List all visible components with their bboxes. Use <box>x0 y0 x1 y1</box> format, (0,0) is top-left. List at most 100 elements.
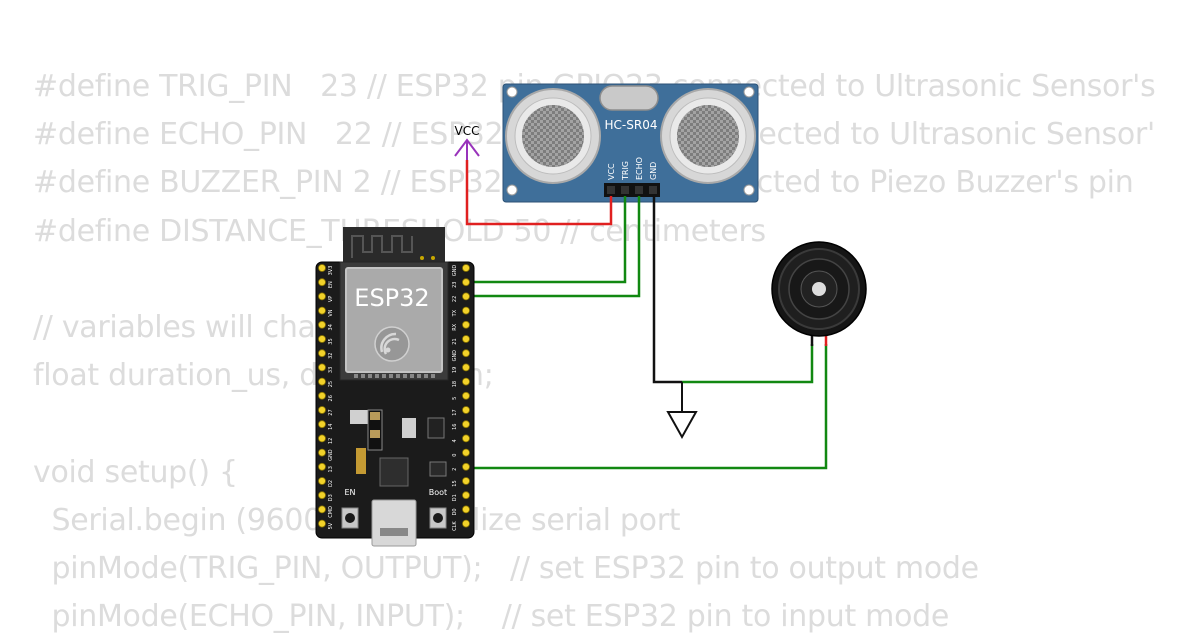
esp32-pin-left[interactable] <box>318 264 326 272</box>
sensor-pin-label-vcc: VCC <box>607 163 616 180</box>
wires <box>464 160 828 470</box>
wire-buzzer-gnd[interactable] <box>682 344 814 384</box>
esp32-pin-right[interactable] <box>462 491 470 500</box>
vcc-label: VCC <box>455 124 480 138</box>
ground-symbol[interactable] <box>666 382 698 440</box>
esp32-pin-left[interactable] <box>318 391 326 400</box>
esp32-label: ESP32 <box>354 284 429 312</box>
sensor-mount-hole-br <box>743 184 755 196</box>
esp32-pin-label-right: 4 <box>452 439 458 442</box>
esp32-pin-label-right: GND <box>452 350 458 362</box>
esp32-pin-label-left: EN <box>328 281 334 288</box>
esp32-pin-left[interactable] <box>318 406 326 414</box>
esp32-pin-right[interactable] <box>462 391 470 400</box>
esp32-pin-right[interactable] <box>462 349 470 358</box>
buzzer-center-icon <box>812 282 826 296</box>
boot-label: Boot <box>429 488 447 497</box>
esp32-pin-label-right: 23 <box>452 282 458 288</box>
esp32-pin-label-left: D2 <box>328 480 334 487</box>
sensor-transducer-left <box>505 88 601 184</box>
esp32-pin-left[interactable] <box>318 335 326 343</box>
esp32-pin-right[interactable] <box>462 363 470 372</box>
module-pads <box>354 374 435 378</box>
esp32-pin-label-left: 26 <box>328 395 334 401</box>
esp32-pin-right[interactable] <box>462 448 470 457</box>
esp32-pin-left[interactable] <box>318 349 326 358</box>
esp32-pin-left[interactable] <box>318 363 326 372</box>
vcc-power-symbol[interactable]: VCC <box>454 124 480 160</box>
antenna-trace-icon <box>351 235 413 258</box>
en-button[interactable] <box>341 507 359 529</box>
esp32-pin-left[interactable] <box>318 306 326 315</box>
esp32-pin-label-right: 15 <box>452 480 458 486</box>
esp32-pin-right[interactable] <box>462 406 470 414</box>
esp32-pin-label-left: GND <box>328 449 334 461</box>
esp32-pin-right[interactable] <box>462 377 470 386</box>
boot-button[interactable] <box>429 507 447 529</box>
esp32-pin-label-left: VP <box>328 296 334 302</box>
esp32-pin-left[interactable] <box>318 462 326 471</box>
wire-buzzer-signal[interactable] <box>464 344 828 470</box>
esp32-pin-label-left: 34 <box>328 324 334 330</box>
sensor-mount-hole-tl <box>506 86 518 98</box>
sensor-crystal <box>599 85 659 111</box>
esp32-pin-right[interactable] <box>462 335 470 343</box>
esp32-pin-label-right: 18 <box>452 381 458 387</box>
wire-echo[interactable] <box>464 196 641 298</box>
usb-port[interactable] <box>371 499 417 547</box>
ultrasonic-sensor[interactable]: HC-SR04 VCC TRIG ECHO GND <box>502 83 759 203</box>
esp32-pin-right[interactable] <box>462 477 470 485</box>
esp32-pin-left[interactable] <box>318 519 326 528</box>
esp32-pin-label-left: 25 <box>328 381 334 387</box>
sensor-label: HC-SR04 <box>605 118 658 132</box>
esp32-pin-label-right: 5 <box>452 397 458 400</box>
sensor-pin-label-gnd: GND <box>649 162 658 180</box>
esp32-pin-label-left: CMD <box>328 506 334 518</box>
esp32-pin-right[interactable] <box>462 306 470 315</box>
en-label: EN <box>344 488 355 497</box>
piezo-buzzer[interactable] <box>771 241 867 346</box>
esp32-pin-right[interactable] <box>462 292 470 301</box>
esp32-pin-left[interactable] <box>318 491 326 500</box>
esp32-pin-right[interactable] <box>462 264 470 272</box>
esp32-pin-left[interactable] <box>318 448 326 457</box>
esp32-pin-label-left: 27 <box>328 409 334 415</box>
code-line: pinMode(TRIG_PIN, OUTPUT); // set ESP32 … <box>33 551 979 586</box>
esp32-pin-label-right: GND <box>452 265 458 277</box>
code-line: void setup() { <box>33 454 238 490</box>
esp32-pin-label-left: 12 <box>328 438 334 444</box>
esp32-pin-label-left: 35 <box>328 338 334 344</box>
esp32-pin-right[interactable] <box>462 505 470 514</box>
esp32-pin-left[interactable] <box>318 434 326 443</box>
esp32-pin-right[interactable] <box>462 519 470 528</box>
esp32-pin-right[interactable] <box>462 420 470 429</box>
esp32-pin-left[interactable] <box>318 278 326 287</box>
esp32-pin-label-right: 0 <box>452 454 458 457</box>
sensor-mount-hole-tr <box>743 86 755 98</box>
wire-gnd[interactable] <box>652 196 682 384</box>
esp32-pin-label-right: 22 <box>452 296 458 302</box>
esp32-pin-label-right: 16 <box>452 424 458 430</box>
wire-trig[interactable] <box>464 196 627 284</box>
esp32-pin-label-left: D3 <box>328 494 334 501</box>
esp32-pin-label-right: RX <box>452 323 458 330</box>
sensor-pin-header <box>604 183 660 197</box>
wire-vcc[interactable] <box>465 160 613 226</box>
esp32-pin-left[interactable] <box>318 420 326 429</box>
esp32-pin-right[interactable] <box>462 462 470 471</box>
esp32-pin-right[interactable] <box>462 434 470 443</box>
sensor-pin-label-trig: TRIG <box>621 161 630 181</box>
esp32-pin-right[interactable] <box>462 320 470 329</box>
esp32-pin-left[interactable] <box>318 292 326 301</box>
sensor-pin-label-echo: ECHO <box>635 157 644 180</box>
esp32-pin-left[interactable] <box>318 505 326 514</box>
esp32-pin-left[interactable] <box>318 377 326 386</box>
esp32-pin-left[interactable] <box>318 477 326 485</box>
esp32-pin-label-left: 32 <box>328 353 334 359</box>
esp32-pin-label-left: 33 <box>328 367 334 373</box>
esp32-pin-right[interactable] <box>462 278 470 287</box>
esp32-pin-left[interactable] <box>318 320 326 329</box>
sensor-transducer-right <box>660 88 756 184</box>
esp32-devkit[interactable]: ESP32 EN Boot <box>315 227 475 547</box>
